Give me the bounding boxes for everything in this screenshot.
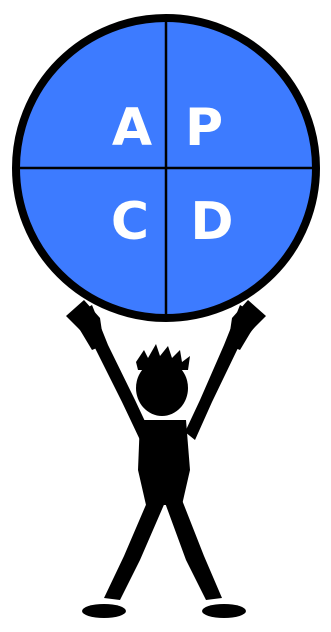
quadrant-letter-bottom-left: C — [111, 192, 149, 252]
left-leg — [104, 500, 166, 600]
left-foot — [82, 604, 126, 618]
pdca-circle: A P C D — [16, 18, 316, 318]
left-hand — [66, 300, 104, 350]
quadrant-letter-top-left: A — [112, 98, 152, 158]
quadrant-letter-bottom-right: D — [190, 192, 233, 252]
head — [136, 360, 188, 416]
right-hand — [228, 300, 266, 350]
stick-figure — [66, 300, 266, 618]
quadrant-letter-top-right: P — [185, 98, 223, 158]
right-foot — [202, 604, 246, 618]
torso — [138, 420, 190, 505]
right-leg — [164, 500, 222, 600]
